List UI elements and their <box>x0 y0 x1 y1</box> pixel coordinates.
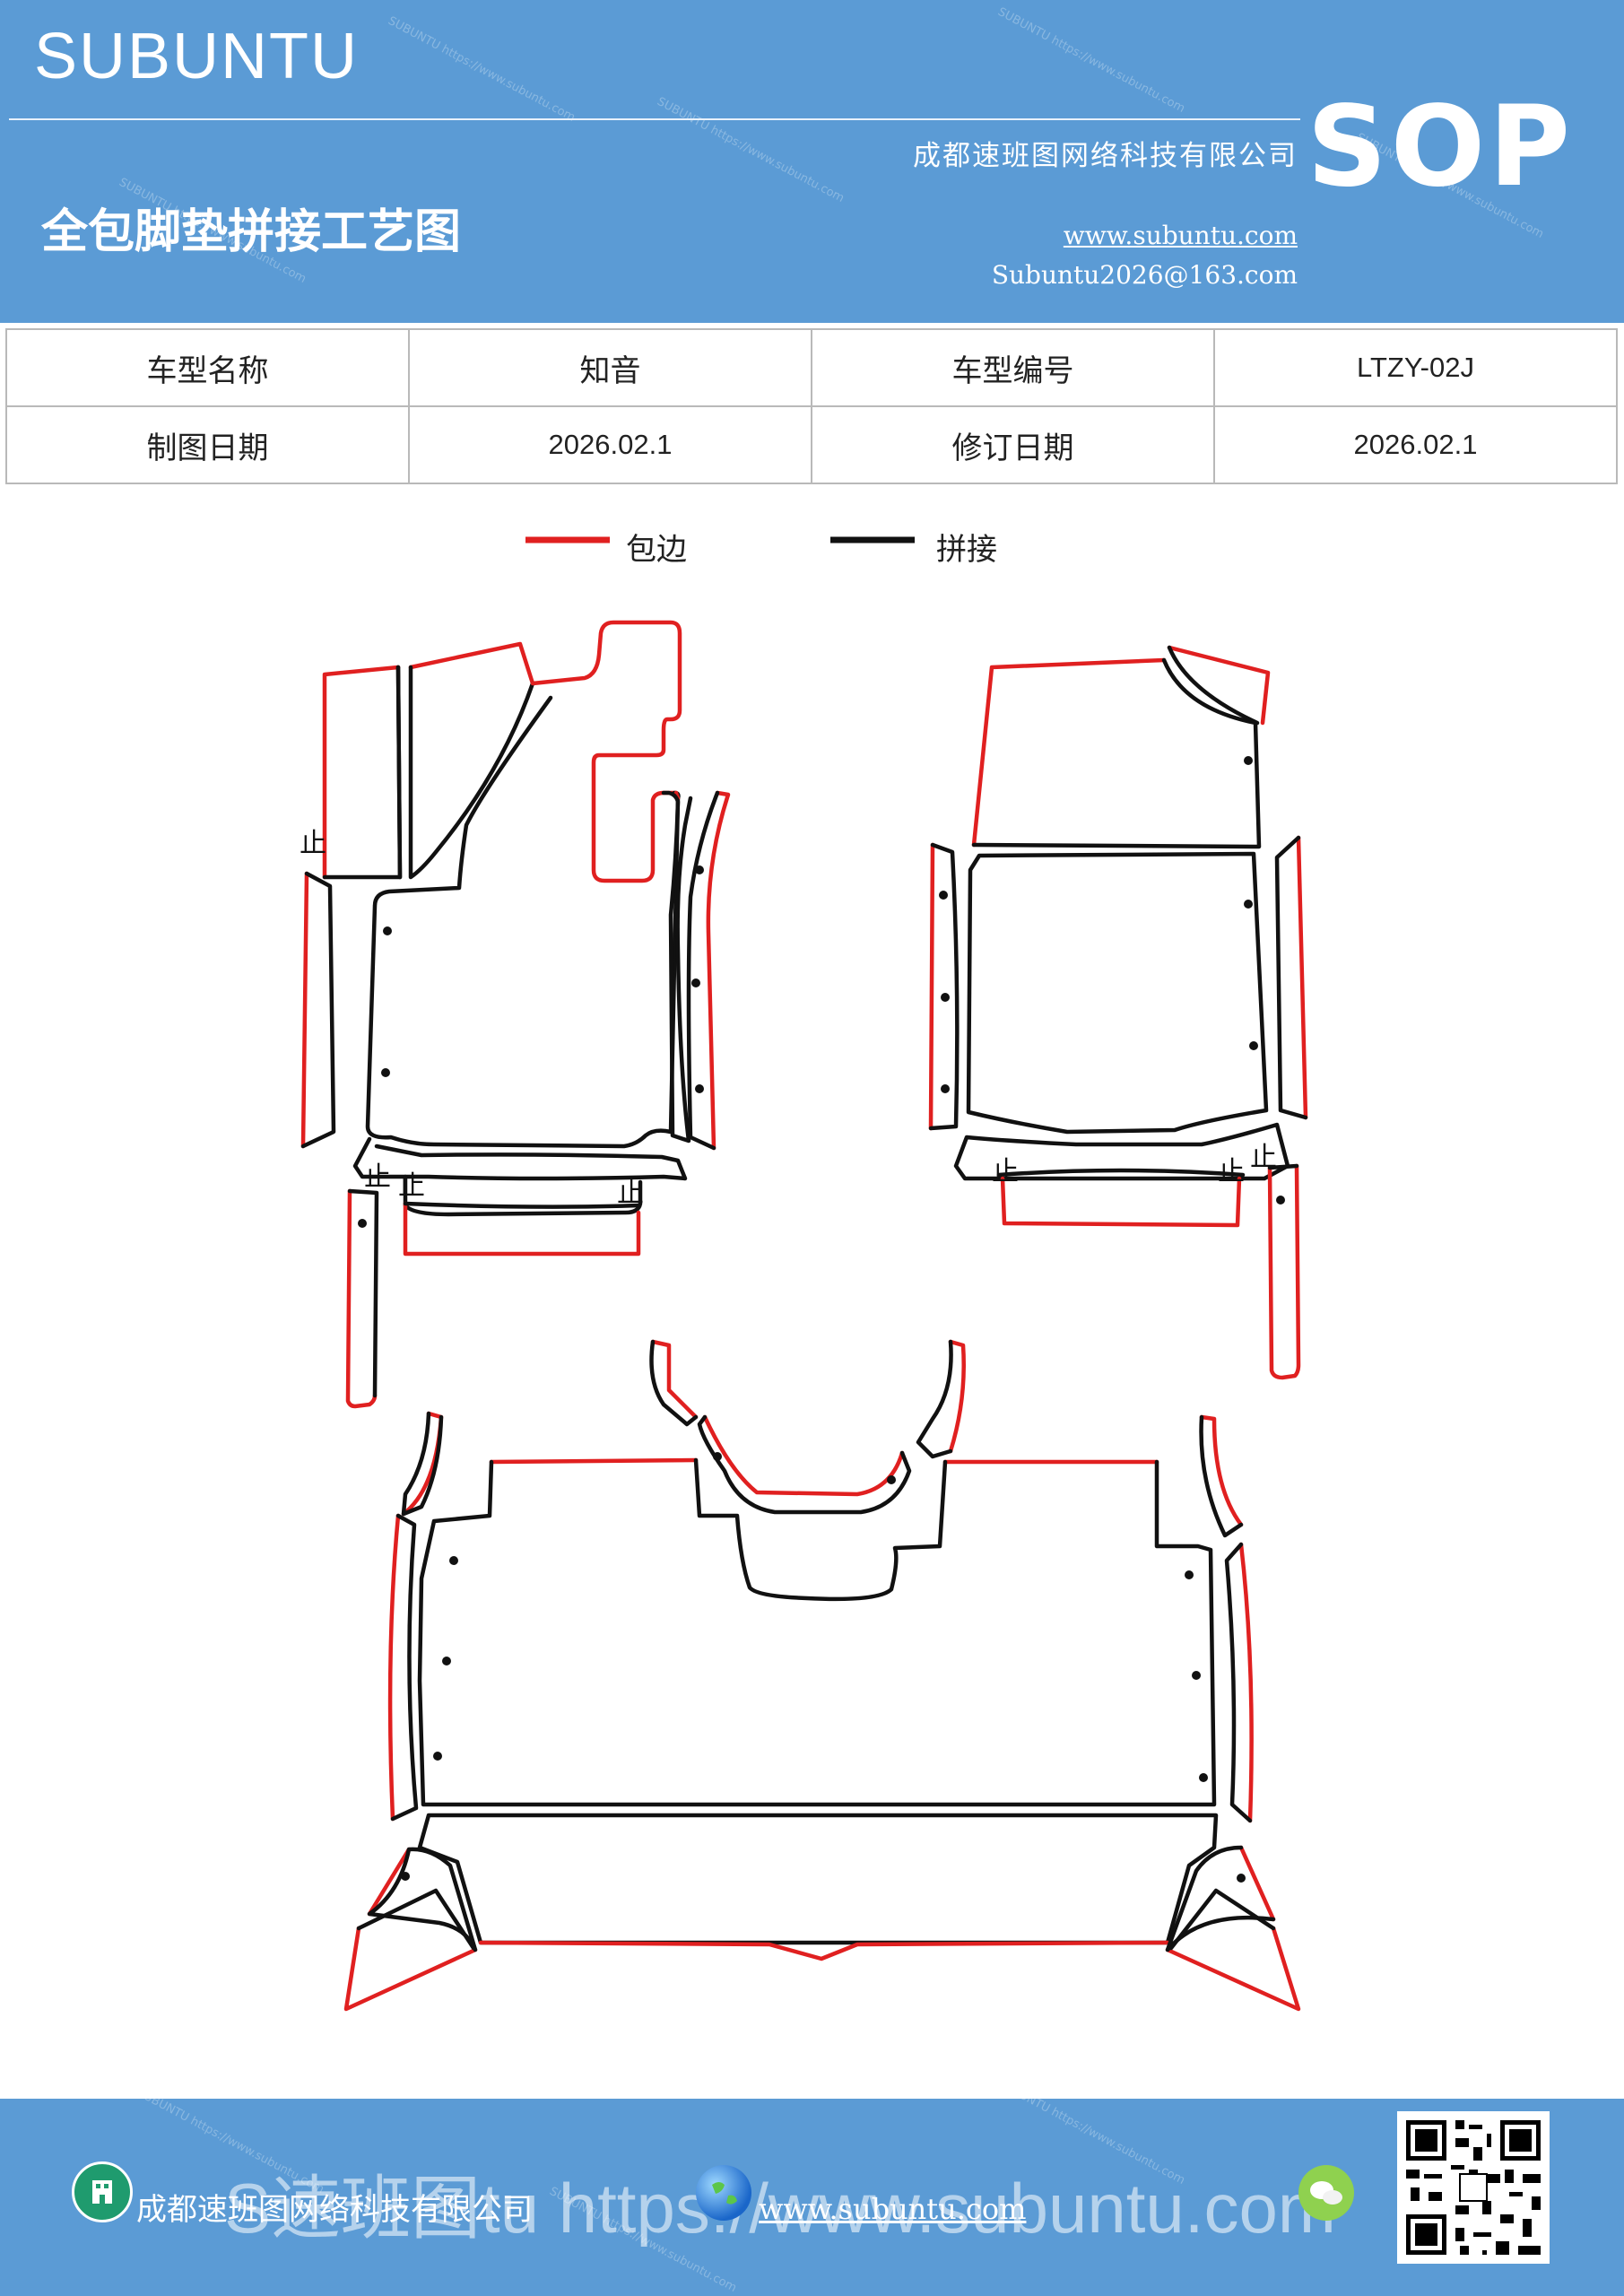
stop-mark: 止 <box>1218 1156 1245 1187</box>
footer-ghost-text: S速班图tu https://www.subuntu.com <box>224 2169 1336 2248</box>
rear-right-arch-flap <box>1199 1414 1244 1538</box>
watermark: SUBUNTU https://www.subuntu.com <box>386 13 578 126</box>
stop-mark: 止 <box>364 1161 391 1193</box>
rivet-dot <box>1192 1671 1201 1680</box>
driver-left-middle-panel <box>408 641 535 880</box>
rivet-dot <box>401 1872 410 1881</box>
rivet-dot <box>433 1752 442 1761</box>
table-row: 制图日期 2026.02.1 修订日期 2026.02.1 <box>5 405 1618 484</box>
rear-left-wheel-wedge <box>343 1847 478 2012</box>
rivet-dot <box>1244 900 1253 909</box>
rivet-dot <box>941 993 950 1002</box>
passenger-left-strip <box>928 842 960 1131</box>
rear-hump-right-flap <box>916 1339 966 1459</box>
model-code-label: 车型编号 <box>811 328 1215 407</box>
header-banner: SUBUNTU https://www.subuntu.com SUBUNTU … <box>0 0 1624 323</box>
rivet-dot <box>383 926 392 935</box>
model-code-value: LTZY-02J <box>1213 328 1618 407</box>
draw-date-value: 2026.02.1 <box>408 405 812 484</box>
rivet-dot <box>887 1475 896 1484</box>
driver-right-strip-outer <box>686 790 731 1151</box>
rear-left-side-strip <box>387 1513 419 1822</box>
passenger-main-mat <box>966 851 1269 1135</box>
rivet-dot <box>695 865 704 874</box>
qr-code[interactable] <box>1397 2111 1550 2264</box>
page-title: 全包脚垫拼接工艺图 <box>41 205 462 259</box>
floor-mat-diagram: 包边 拼接 <box>300 532 1308 2012</box>
splice-legend-label: 拼接 <box>936 532 997 568</box>
rivet-dot <box>1244 756 1253 765</box>
passenger-bottom-strip <box>1000 1176 1242 1228</box>
building-icon <box>72 2161 133 2222</box>
passenger-far-right-strip <box>1267 1163 1301 1380</box>
rivet-dot <box>1249 1041 1258 1050</box>
company-name: 成都速班图网络科技有限公司 <box>913 140 1298 172</box>
rivet-dot <box>941 1084 950 1093</box>
rear-right-side-strip <box>1224 1542 1254 1823</box>
vehicle-info-table: 车型名称 知音 车型编号 LTZY-02J 制图日期 2026.02.1 修订日… <box>5 328 1618 484</box>
driver-bottom-left-strip <box>345 1188 379 1409</box>
front-right-mat-group: 止 止 止 <box>928 645 1308 1380</box>
wechat-icon <box>1298 2165 1354 2221</box>
contact-email[interactable]: Subuntu2026@163.com <box>991 260 1298 290</box>
rear-long-plank <box>417 1813 1219 1961</box>
rear-right-wheel-wedge <box>1165 1845 1301 2012</box>
rivet-dot <box>1237 1874 1246 1883</box>
watermark: SUBUNTU https://www.subuntu.com <box>655 94 847 206</box>
rivet-dot <box>1199 1773 1208 1782</box>
footer-company: 成都速班图网络科技有限公司 <box>136 2192 533 2228</box>
model-name-value: 知音 <box>408 328 812 407</box>
passenger-rear-lip <box>953 1122 1290 1181</box>
driver-left-upper-panel <box>322 665 403 880</box>
driver-right-strip-inner <box>661 790 693 1144</box>
stop-mark: 止 <box>1250 1142 1277 1173</box>
driver-main-mat <box>365 695 681 1149</box>
passenger-top-corner <box>1167 645 1271 765</box>
rivet-dot <box>713 1452 722 1461</box>
rivet-dot <box>939 891 948 900</box>
rear-hump-left-flap <box>649 1339 699 1427</box>
sop-badge: SOP <box>1307 83 1574 212</box>
stop-mark: 止 <box>300 828 326 859</box>
rivet-dot <box>691 978 700 987</box>
rivet-dot <box>449 1556 458 1565</box>
rivet-dot <box>442 1657 451 1665</box>
accelerator-cutout-panel <box>530 620 682 883</box>
website-link[interactable]: www.subuntu.com <box>1063 221 1298 250</box>
rivet-dot <box>695 1084 704 1093</box>
passenger-top-panel <box>971 657 1262 849</box>
rivet-dot <box>381 1068 390 1077</box>
table-row: 车型名称 知音 车型编号 LTZY-02J <box>5 328 1618 407</box>
rear-left-arch-flap <box>401 1411 444 1517</box>
legend: 包边 拼接 <box>525 532 997 568</box>
stop-mark: 止 <box>617 1178 644 1209</box>
model-name-label: 车型名称 <box>5 328 410 407</box>
rivet-dot <box>1185 1570 1194 1579</box>
driver-bottom-strip <box>403 1201 641 1257</box>
rear-mat-group <box>343 1339 1301 2012</box>
revise-date-value: 2026.02.1 <box>1213 405 1618 484</box>
brand-name: SUBUNTU <box>34 21 360 92</box>
edge-legend-label: 包边 <box>626 532 687 568</box>
header-divider <box>9 118 1300 120</box>
rivet-dot <box>1276 1196 1285 1205</box>
draw-date-label: 制图日期 <box>5 405 410 484</box>
footer-banner: SUBUNTU https://www.subuntu.com SUBUNTU … <box>0 2099 1624 2296</box>
footer-website-link[interactable]: www.subuntu.com <box>759 2192 1027 2226</box>
rivet-dot <box>358 1219 367 1228</box>
front-left-mat-group: 止 止 止 止 <box>300 620 731 1409</box>
driver-left-side-strip <box>300 871 336 1149</box>
watermark: SUBUNTU https://www.subuntu.com <box>995 4 1187 117</box>
revise-date-label: 修订日期 <box>811 405 1215 484</box>
globe-icon <box>696 2165 751 2221</box>
stop-mark: 止 <box>398 1170 425 1202</box>
passenger-right-strip <box>1274 835 1308 1120</box>
rear-main-floor <box>417 1457 1217 1807</box>
rear-tunnel-center <box>697 1414 912 1515</box>
stop-mark: 止 <box>992 1156 1019 1187</box>
